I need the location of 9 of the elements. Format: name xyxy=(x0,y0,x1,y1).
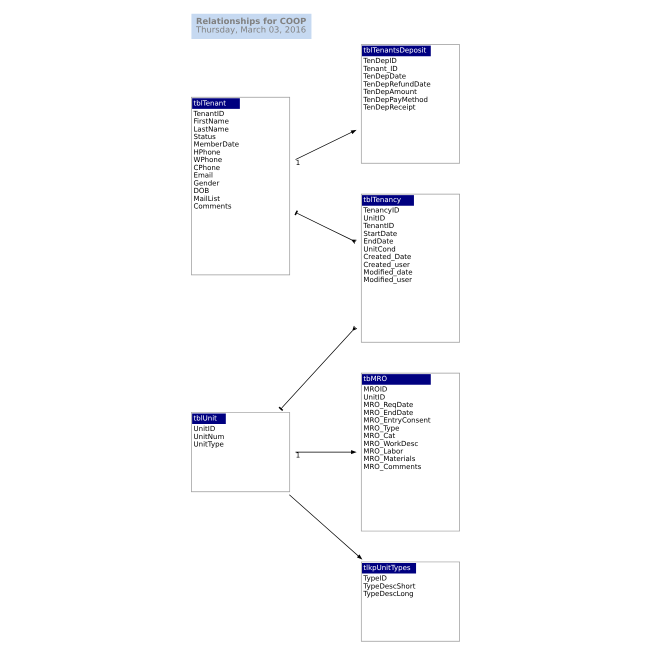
connector xyxy=(294,210,357,244)
connector xyxy=(278,326,358,412)
arrow xyxy=(288,494,362,560)
diagram-title: Relationships for COOP xyxy=(196,16,306,26)
arrow xyxy=(295,450,357,454)
arrow xyxy=(295,130,357,160)
edge-label: 1 xyxy=(296,158,300,168)
edge-label: 1 xyxy=(296,450,300,460)
caption: Thursday, March 03, 2016 xyxy=(196,24,306,34)
